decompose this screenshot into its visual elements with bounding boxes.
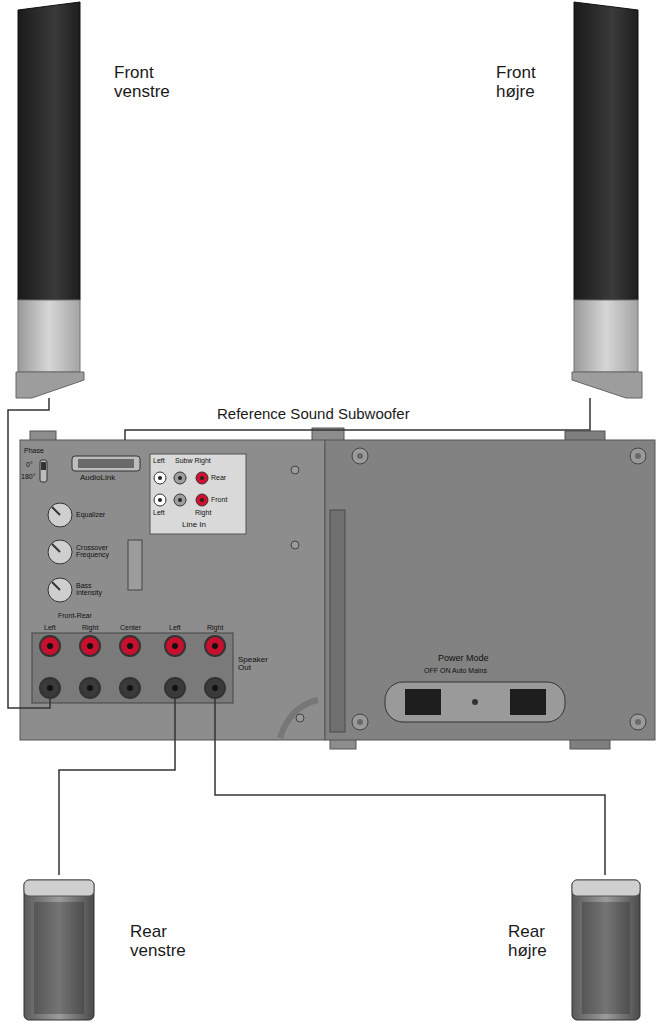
subwoofer-panel: Reference Sound Subwoofer xyxy=(20,440,655,740)
panel-label: Bass Intensity xyxy=(76,582,118,597)
node-label: Front venstre xyxy=(114,64,186,101)
panel-label: Crossover Frequency xyxy=(76,544,122,559)
node-label: Rear venstre xyxy=(130,923,202,960)
node-label: Rear højre xyxy=(508,923,564,960)
subwoofer-panel xyxy=(20,428,655,749)
front-right-speaker xyxy=(572,2,642,398)
panel-label: Front xyxy=(211,496,227,503)
panel-label: Left xyxy=(153,457,165,464)
speaker-cable xyxy=(125,398,590,440)
panel-label: Rear xyxy=(211,474,226,481)
panel-label: 180° xyxy=(21,473,35,480)
panel-label: Left xyxy=(44,624,56,631)
panel-label: Right xyxy=(82,624,98,631)
node-label: Reference Sound Subwoofer xyxy=(217,406,410,423)
rear-speaker: Rear højre xyxy=(570,875,640,1023)
panel-label: Line In xyxy=(182,521,206,529)
panel-label: Right xyxy=(207,624,223,631)
panel-label: Speaker Out xyxy=(238,656,272,673)
panel-label: 0° xyxy=(26,461,33,468)
speaker-cable xyxy=(215,740,605,875)
panel-label: Left xyxy=(153,509,165,516)
front-speaker: Front venstre xyxy=(14,2,84,398)
rear-right-speaker xyxy=(572,880,640,1020)
panel-label: OFF ON Auto Mains xyxy=(424,667,487,674)
front-left-speaker xyxy=(16,2,84,398)
panel-label: Equalizer xyxy=(76,511,105,518)
panel-label: Left xyxy=(169,624,181,631)
speaker-cable xyxy=(59,740,175,875)
rear-left-speaker xyxy=(24,880,94,1020)
panel-label: Center xyxy=(120,624,141,631)
speaker-cable xyxy=(8,398,49,708)
panel-label: Front-Rear xyxy=(58,612,92,619)
panel-label: Right xyxy=(195,509,211,516)
panel-label: Power Mode xyxy=(438,654,489,663)
panel-label: Subw Right xyxy=(175,457,211,464)
node-label: Front højre xyxy=(496,64,566,101)
panel-label: Phase xyxy=(24,447,44,454)
rear-speaker: Rear venstre xyxy=(22,875,96,1023)
panel-label: AudioLink xyxy=(80,474,115,482)
front-speaker: Front højre xyxy=(572,2,642,398)
